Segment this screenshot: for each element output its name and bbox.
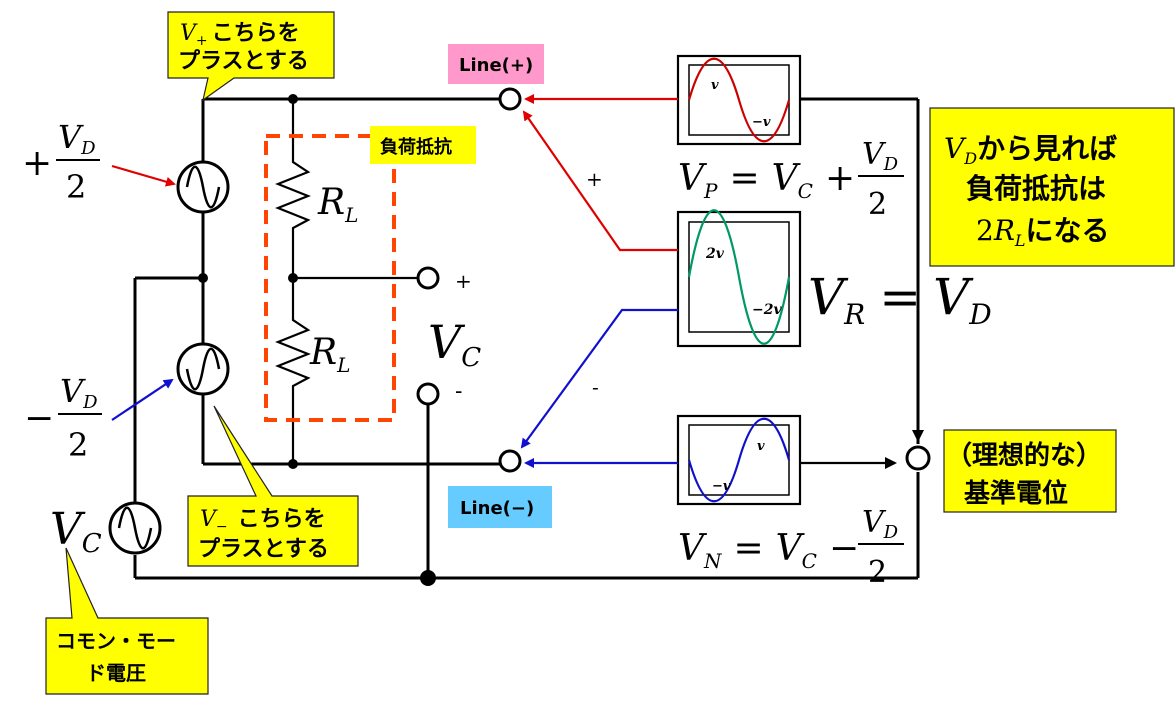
source-common-value: VC bbox=[50, 504, 102, 559]
circuit-wires bbox=[133, 97, 924, 580]
callout-vd-line2: 負荷抵抗は bbox=[966, 172, 1106, 205]
scope-middle-peak: 2v bbox=[705, 246, 725, 262]
callout-v-plus-line2: プラスとする bbox=[178, 49, 309, 74]
svg-text:+: + bbox=[22, 143, 52, 184]
probe-plus-sign: + bbox=[586, 167, 603, 191]
svg-text:VD: VD bbox=[862, 505, 899, 543]
source-middle bbox=[176, 342, 230, 396]
callout-v-plus-line1: こちらを bbox=[212, 21, 300, 46]
terminal-line-minus bbox=[498, 449, 522, 473]
callout-vd-view: VDから見れば 負荷抵抗は 2RLになる bbox=[929, 107, 1175, 267]
callout-v-plus-symbol: V bbox=[180, 21, 198, 46]
callout-vd-line3-pre: 2 bbox=[976, 214, 994, 247]
probe-wires bbox=[111, 94, 678, 468]
callout-v-minus-line1: こちらを bbox=[238, 507, 326, 532]
svg-text:2: 2 bbox=[68, 426, 88, 464]
svg-text:2: 2 bbox=[66, 168, 86, 206]
scope-middle: 2v −2v bbox=[676, 209, 802, 348]
callout-vd-line1: から見れば bbox=[977, 132, 1117, 165]
vc-plus-sign: + bbox=[455, 269, 472, 293]
source-top-value: + VD 2 bbox=[22, 118, 100, 206]
svg-text:VR=VD: VR=VD bbox=[808, 268, 992, 331]
svg-text:VD: VD bbox=[862, 137, 899, 175]
label-line-minus: Line(−) bbox=[448, 486, 552, 528]
svg-text:2: 2 bbox=[868, 187, 887, 222]
svg-text:VN=VC−: VN=VC− bbox=[678, 528, 859, 573]
resistor-top bbox=[275, 152, 311, 237]
scope-top-peak: v bbox=[711, 78, 719, 93]
terminal-vc-minus bbox=[416, 382, 440, 406]
svg-text:VD: VD bbox=[60, 372, 98, 413]
callout-common-line1: コモン・モー bbox=[56, 629, 176, 653]
callout-reference-line2: 基準電位 bbox=[964, 478, 1068, 509]
junction-dots bbox=[198, 94, 436, 586]
resistor-bottom bbox=[275, 312, 311, 392]
terminal-vc-plus bbox=[416, 266, 440, 290]
equation-vn: VN=VC− VD 2 bbox=[678, 505, 904, 590]
equation-vr: VR=VD bbox=[808, 268, 992, 331]
svg-text:2RLになる: 2RLになる bbox=[976, 214, 1110, 250]
callout-v-plus: V+こちらを プラスとする bbox=[167, 11, 335, 102]
callout-common-line2: ド電圧 bbox=[86, 661, 146, 685]
svg-text:VP=VC+: VP=VC+ bbox=[678, 158, 855, 203]
resistor-bottom-label: RL bbox=[309, 332, 350, 377]
svg-text:−: − bbox=[24, 398, 54, 439]
svg-text:負荷抵抗: 負荷抵抗 bbox=[380, 136, 452, 158]
svg-text:V−こちらを: V−こちらを bbox=[200, 507, 326, 535]
svg-text:V+こちらを: V+こちらを bbox=[180, 21, 300, 49]
callout-vd-sub: D bbox=[963, 149, 977, 168]
equation-vp: VP=VC+ VD 2 bbox=[678, 137, 904, 222]
svg-text:Line(−): Line(−) bbox=[460, 498, 534, 519]
probe-minus-sign: - bbox=[592, 375, 599, 399]
scope-middle-trough: −2v bbox=[752, 302, 782, 318]
callout-reference-line1: （理想的な） bbox=[946, 440, 1102, 471]
source-common bbox=[108, 501, 162, 555]
source-middle-value: − VD 2 bbox=[24, 372, 102, 464]
terminal-reference bbox=[905, 445, 931, 471]
callout-vd-symbol: V bbox=[944, 132, 967, 165]
svg-text:2: 2 bbox=[868, 555, 887, 590]
label-line-plus: Line(+) bbox=[448, 44, 544, 84]
callout-v-plus-sub: + bbox=[196, 33, 208, 49]
callout-v-minus-sub: − bbox=[216, 519, 228, 535]
scope-top-trough: −v bbox=[752, 115, 771, 130]
source-top bbox=[176, 160, 230, 214]
callout-common-mode: コモン・モー ド電圧 bbox=[45, 547, 209, 695]
label-load-resistor: 負荷抵抗 bbox=[370, 126, 476, 164]
vc-center-label: VC bbox=[428, 315, 481, 373]
callout-vd-line3-post: になる bbox=[1026, 214, 1110, 247]
terminal-line-plus bbox=[498, 87, 522, 111]
callout-v-minus-line2: プラスとする bbox=[198, 537, 329, 562]
svg-text:VD: VD bbox=[58, 118, 96, 159]
scope-bottom: v −v bbox=[676, 414, 802, 506]
svg-text:Line(+): Line(+) bbox=[459, 55, 533, 76]
vc-minus-sign: - bbox=[455, 379, 462, 404]
callout-vd-line3-sub: L bbox=[1014, 231, 1026, 250]
callout-v-minus-symbol: V bbox=[200, 507, 218, 532]
callout-vd-line3-symbol: R bbox=[993, 214, 1015, 247]
scope-top: v −v bbox=[676, 54, 802, 146]
resistor-top-label: RL bbox=[317, 182, 358, 227]
svg-text:VDから見れば: VDから見れば bbox=[944, 132, 1117, 168]
scope-bottom-trough: −v bbox=[712, 479, 731, 494]
scope-bottom-peak: v bbox=[757, 439, 765, 454]
callout-reference: （理想的な） 基準電位 bbox=[943, 429, 1117, 513]
callout-v-minus: V−こちらを プラスとする bbox=[187, 405, 359, 567]
